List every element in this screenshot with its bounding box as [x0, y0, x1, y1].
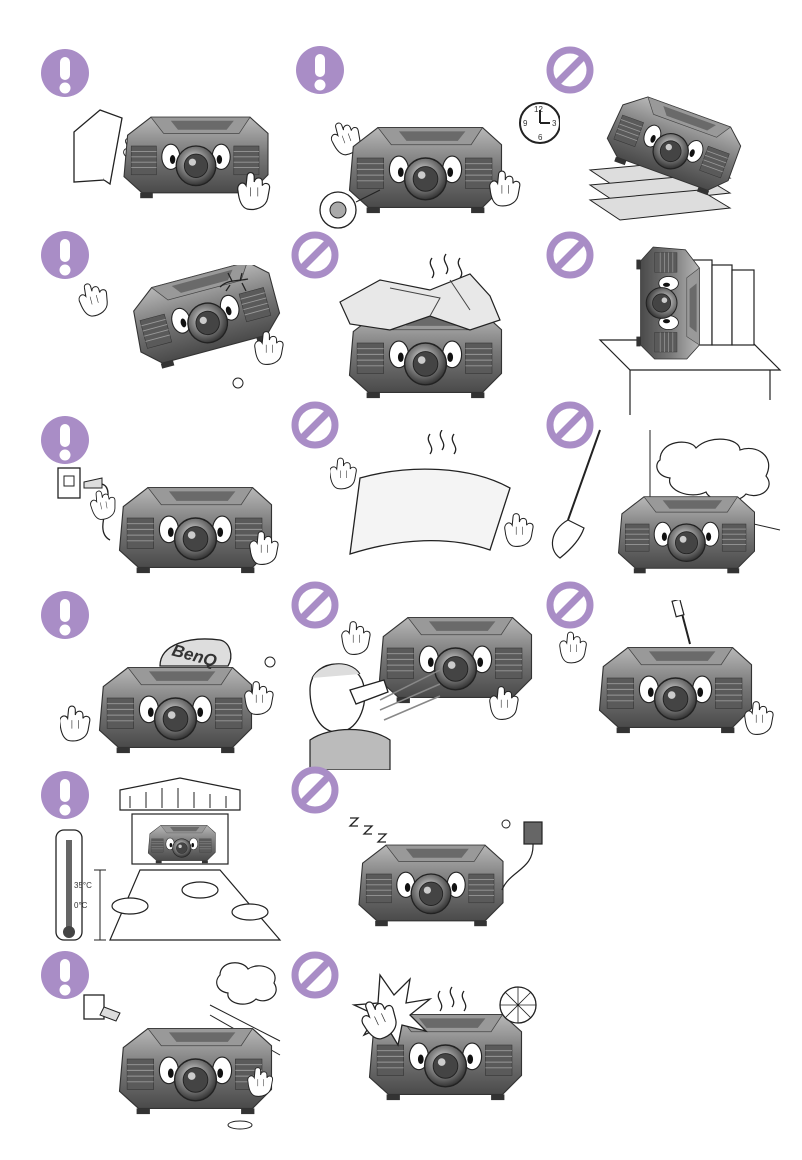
- projector-illustration: [57, 467, 279, 574]
- clock-3: 3: [552, 119, 557, 128]
- panel-foreign-objects: [40, 225, 287, 395]
- blanket-icon: [349, 468, 511, 555]
- heat-icon: [437, 986, 467, 1012]
- projector-illustration: [75, 265, 287, 389]
- projector-illustration: [348, 817, 543, 927]
- temp-low: 0°C: [74, 901, 88, 910]
- wall-outlet-icon: [57, 467, 81, 499]
- projector-illustration: BenQ: [60, 638, 276, 754]
- clock-12: 12: [534, 105, 543, 114]
- clock-icon: 12 3 6 9: [519, 102, 560, 144]
- panel-timing: 12 3 6 9: [290, 40, 560, 229]
- projector-illustration: [551, 429, 781, 574]
- projector-illustration: [559, 600, 774, 735]
- panel-unplug: [40, 410, 280, 580]
- dust-cloud-icon: [656, 438, 770, 502]
- exclamation-icon: [41, 416, 89, 464]
- lizard-icon: [219, 272, 249, 292]
- benq-box-icon: [159, 638, 232, 667]
- clock-6: 6: [538, 133, 543, 142]
- panel-vertical-placement: [540, 225, 790, 415]
- plug-icon: [83, 477, 103, 489]
- cloth-icon: [339, 273, 501, 331]
- panel-smoke-unplug: [40, 945, 290, 1135]
- clock-9: 9: [523, 119, 528, 128]
- temp-high: 35°C: [74, 881, 92, 890]
- power-adapter-icon: [523, 821, 543, 845]
- prohibition-icon: [290, 950, 340, 1000]
- panel-idle-power: [290, 760, 550, 940]
- projector-illustration: [83, 962, 281, 1130]
- panel-blanket: [290, 400, 550, 580]
- heat-icon: [427, 430, 457, 455]
- person-icon: [309, 663, 391, 770]
- projector-illustration: 12 3 6 9: [319, 102, 560, 229]
- projector-illustration: [588, 88, 747, 221]
- exclamation-icon: [296, 46, 344, 94]
- panel-read-manual: [40, 40, 280, 211]
- canopy-icon: [119, 777, 241, 811]
- heat-icon: [429, 253, 463, 279]
- projector-illustration: [330, 430, 534, 555]
- smoke-icon: [216, 962, 277, 1005]
- projector-illustration: [73, 109, 271, 211]
- sleep-icon: [348, 817, 388, 843]
- panel-operating-temperature: 35°C 0°C: [40, 760, 290, 950]
- projector-illustration: [339, 253, 503, 399]
- panel-no-heavy-objects: BenQ: [40, 585, 280, 755]
- panel-hot-surface: [290, 945, 550, 1115]
- projector-illustration: [309, 616, 533, 770]
- panel-do-not-disassemble: [540, 580, 790, 760]
- projector-illustration: 35°C 0°C: [55, 777, 282, 941]
- prohibition-icon: [545, 230, 595, 280]
- light-beam-icon: [379, 669, 441, 721]
- broom-icon: [567, 429, 601, 521]
- projector-illustration: [351, 973, 537, 1101]
- panel-do-not-look-into-lens: [290, 580, 550, 770]
- thermometer-icon: 35°C 0°C: [55, 829, 92, 941]
- projector-illustration: [598, 246, 782, 415]
- panel-unstable-surface: [540, 40, 780, 221]
- panel-cloth-covered: [290, 225, 550, 399]
- panel-dusty-environment: [540, 400, 790, 580]
